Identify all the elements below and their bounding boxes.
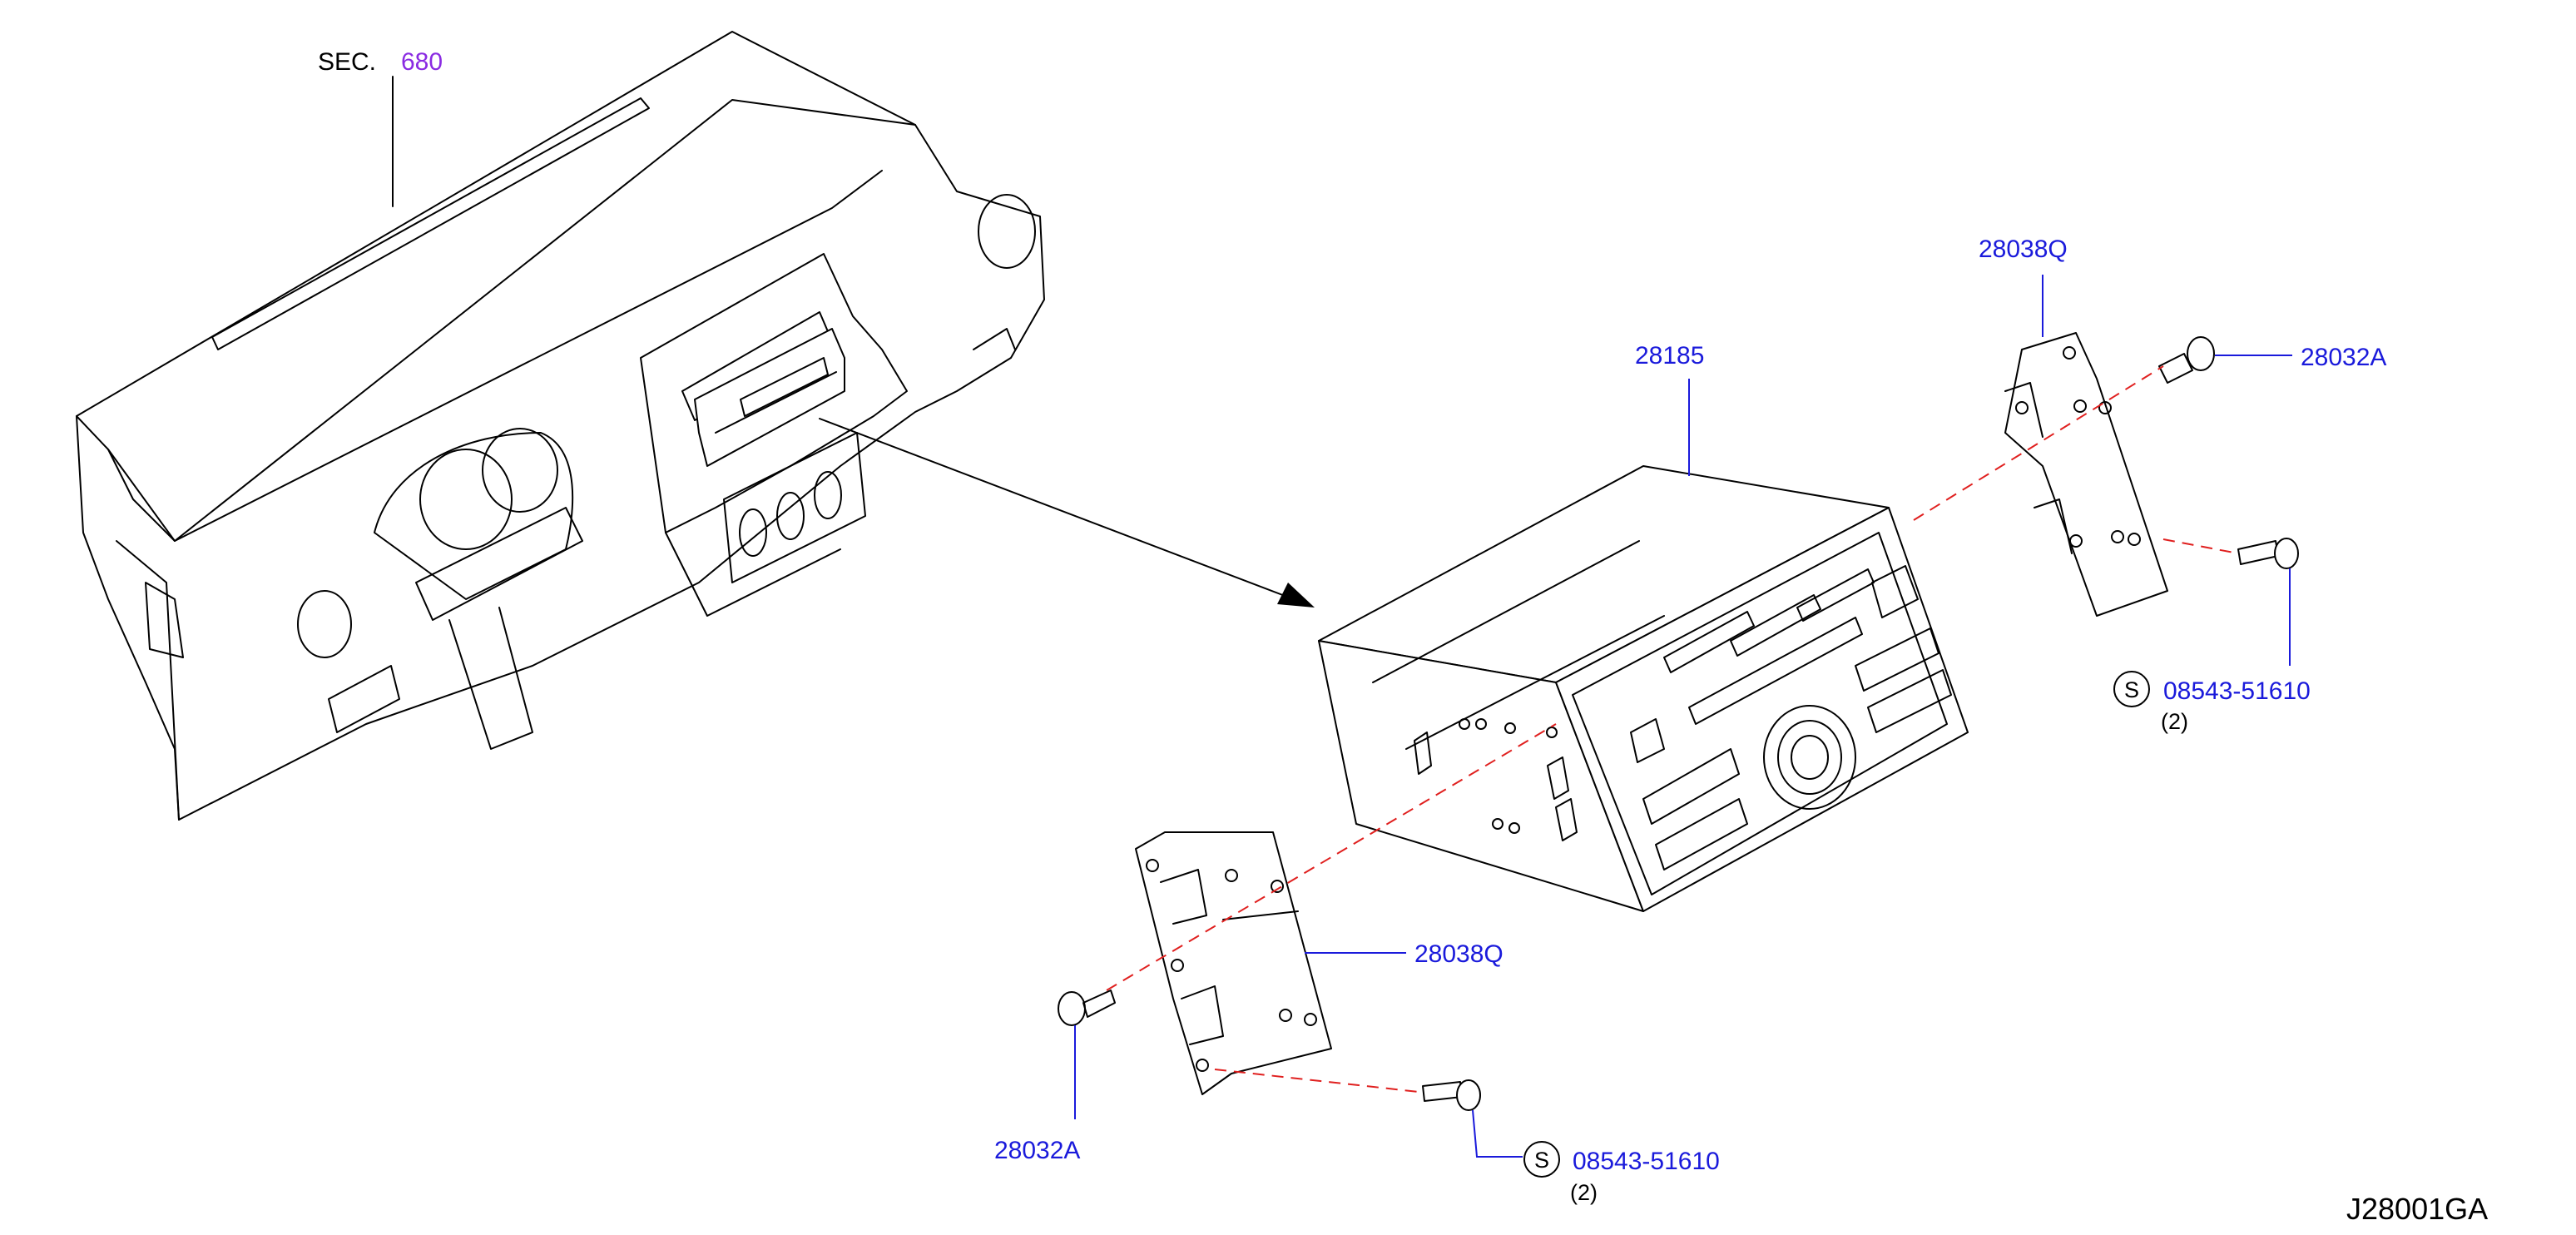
left-screw-drawing bbox=[1058, 989, 1116, 1119]
bolt-right-quantity: (2) bbox=[2161, 709, 2188, 734]
section-label: SEC. bbox=[318, 48, 376, 76]
bolt-left-quantity: (2) bbox=[1570, 1180, 1598, 1205]
instrument-panel-drawing bbox=[76, 31, 1315, 821]
left-bracket-drawing bbox=[1135, 831, 1406, 1095]
part-number-bracket-right[interactable]: 28038Q bbox=[1979, 236, 2068, 263]
part-number-bracket-left[interactable]: 28038Q bbox=[1414, 940, 1503, 968]
right-bracket-drawing bbox=[2004, 275, 2168, 617]
figure-id: J28001GA bbox=[2346, 1192, 2488, 1226]
part-number-bolt-right[interactable]: 08543-51610 bbox=[2163, 677, 2311, 705]
part-number-bolt-left[interactable]: 08543-51610 bbox=[1573, 1148, 1720, 1175]
standard-part-mark-left-letter: S bbox=[1534, 1148, 1549, 1173]
left-bolt-drawing bbox=[1422, 1079, 1523, 1158]
standard-part-mark-right-letter: S bbox=[2124, 677, 2139, 702]
part-number-screw-right[interactable]: 28032A bbox=[2301, 344, 2386, 371]
audio-unit-drawing bbox=[1318, 379, 1969, 912]
right-screw-drawing bbox=[2158, 336, 2292, 384]
install-lines bbox=[1106, 365, 2239, 1093]
right-bolt-drawing bbox=[2237, 538, 2299, 666]
part-number-screw-left[interactable]: 28032A bbox=[994, 1137, 1080, 1164]
part-number-audio-unit[interactable]: 28185 bbox=[1635, 342, 1704, 370]
standard-part-mark-right bbox=[2113, 671, 2150, 707]
standard-part-mark-left bbox=[1523, 1141, 1560, 1178]
section-number-link[interactable]: 680 bbox=[401, 48, 443, 76]
